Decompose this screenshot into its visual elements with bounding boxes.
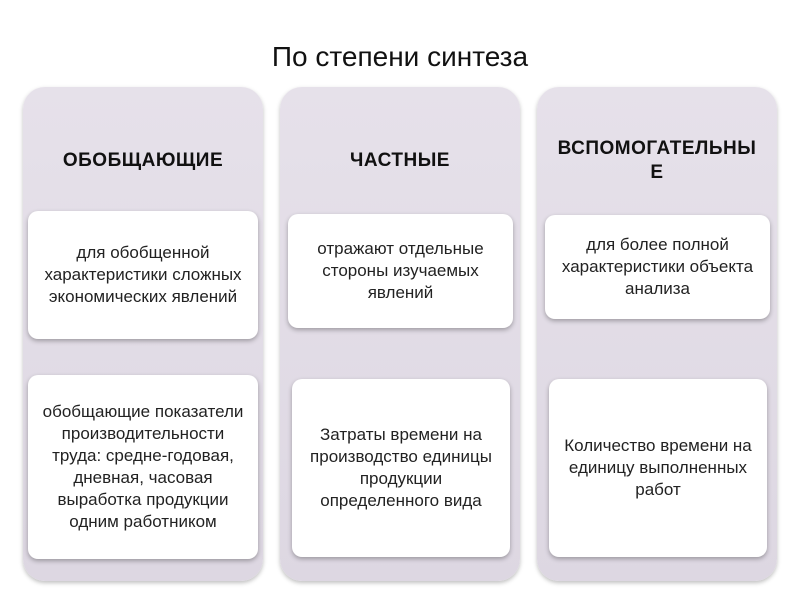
definition-box: отражают отдельные стороны изучаемых явл… — [288, 214, 513, 328]
example-box: Количество времени на единицу выполненны… — [549, 379, 767, 557]
column-header: ОБОБЩАЮЩИЕ — [62, 150, 224, 171]
definition-box: для обобщенной характеристики сложных эк… — [28, 211, 258, 339]
column-header: ЧАСТНЫЕ — [350, 150, 450, 171]
column-partial: ЧАСТНЫЕ отражают отдельные стороны изуча… — [280, 87, 520, 581]
column-auxiliary: ВСПОМОГАТЕЛЬНЫЕ для более полной характе… — [537, 87, 777, 581]
column-generalizing: ОБОБЩАЮЩИЕ для обобщенной характеристики… — [23, 87, 263, 581]
column-header: ВСПОМОГАТЕЛЬНЫЕ — [557, 138, 757, 183]
example-box: обобщающие показатели производительности… — [28, 375, 258, 559]
definition-box: для более полной характеристики объекта … — [545, 215, 770, 319]
example-box: Затраты времени на производство единицы … — [292, 379, 510, 557]
diagram-title: По степени синтеза — [271, 41, 529, 72]
